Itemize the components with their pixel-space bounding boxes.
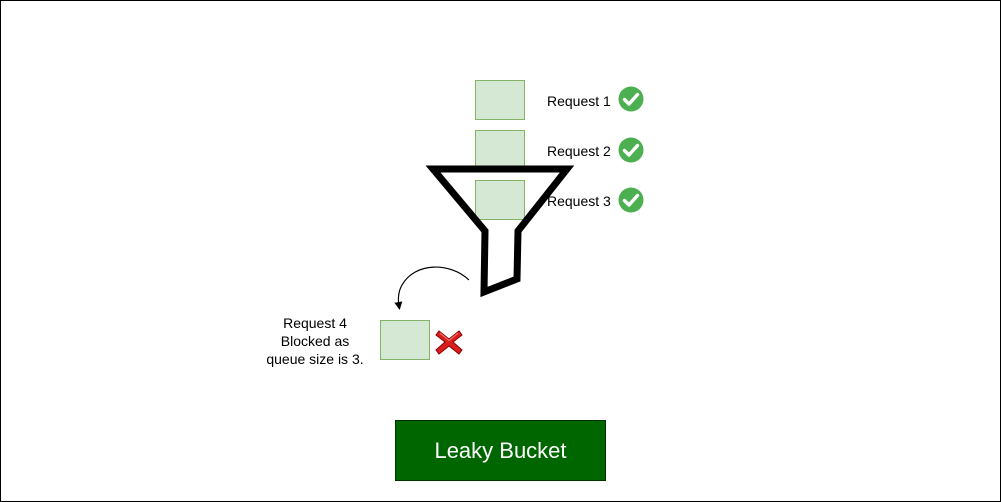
request-1-label: Request 1	[547, 93, 611, 109]
blocked-request-label: Request 4 Blocked as queue size is 3.	[250, 314, 380, 368]
request-1-box	[475, 80, 525, 120]
request-2-label: Request 2	[547, 143, 611, 159]
title-box: Leaky Bucket	[395, 420, 606, 481]
title-text: Leaky Bucket	[434, 437, 567, 463]
check-circle-icon	[618, 187, 644, 213]
blocked-line-1: Request 4	[283, 315, 347, 331]
red-cross-icon	[435, 330, 463, 355]
request-3-label: Request 3	[547, 193, 611, 209]
check-circle-icon	[618, 137, 644, 163]
blocked-line-2: Blocked as	[280, 333, 350, 349]
check-circle-icon	[618, 86, 644, 112]
request-3-box	[475, 180, 525, 220]
request-4-box	[380, 320, 430, 360]
blocked-line-3: queue size is 3.	[266, 351, 364, 367]
request-2-box	[475, 130, 525, 170]
